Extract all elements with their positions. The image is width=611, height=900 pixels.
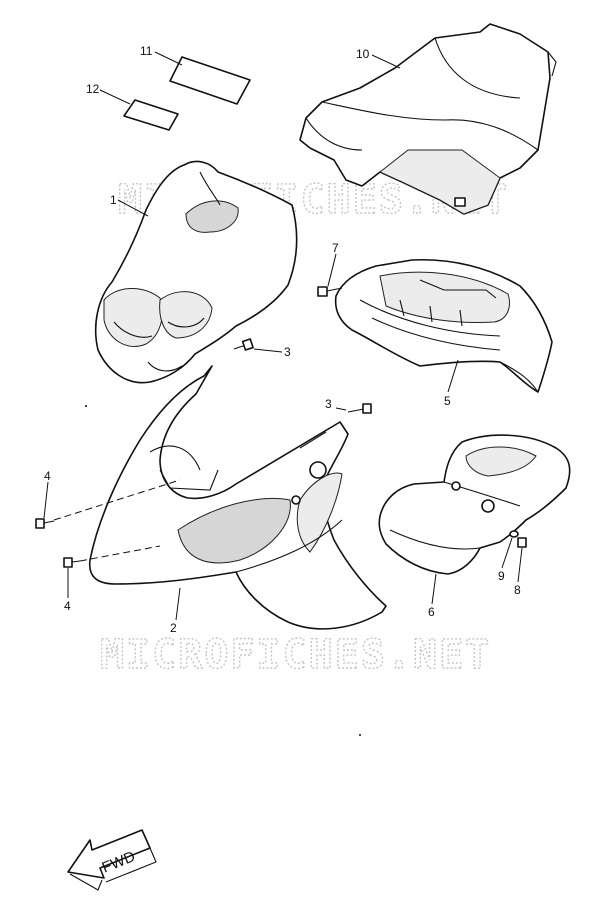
part-11-decal: [169, 56, 251, 105]
part-6-lower-cover: [378, 434, 571, 575]
leader-1: [117, 199, 149, 217]
callout-2: 2: [170, 621, 177, 635]
part-5-inner-panel: [334, 258, 553, 393]
part-4-bolt-lower: [63, 557, 81, 568]
callout-4-upper: 4: [44, 469, 51, 483]
part-7-bolt: [317, 286, 343, 297]
leader-5: [447, 359, 459, 393]
leader-12: [99, 89, 131, 105]
leader-11: [154, 51, 183, 66]
callout-8: 8: [514, 583, 521, 597]
part-4-bolt-upper: [35, 518, 55, 529]
callout-5: 5: [444, 394, 451, 408]
callout-1: 1: [110, 193, 117, 207]
part-2-front-panel: [88, 365, 387, 630]
leader-3-lower: [335, 407, 347, 411]
speck-left: [85, 405, 87, 407]
part-10-rear-cover: [299, 23, 557, 215]
leader-8: [517, 547, 523, 583]
leader-3-upper: [253, 348, 283, 353]
callout-12: 12: [86, 82, 100, 96]
part-3-screw-upper: [233, 338, 254, 351]
leader-9: [501, 537, 513, 569]
leader-4-upper: [43, 481, 49, 519]
callout-10: 10: [356, 47, 370, 61]
speck-bottom: [359, 734, 361, 736]
leader-10: [371, 54, 401, 69]
part-12-decal: [123, 99, 179, 131]
assembly-line-4-upper: [53, 479, 181, 521]
callout-11: 11: [140, 44, 153, 58]
part-3-screw-lower: [347, 403, 372, 414]
watermark-bottom: MICROFICHES.NET: [100, 632, 491, 678]
leader-6: [431, 573, 437, 605]
callout-9: 9: [498, 569, 505, 583]
callout-3-upper: 3: [284, 345, 291, 359]
leader-7: [327, 253, 337, 287]
part-1-headlight-cover: [94, 160, 298, 384]
callout-3-lower: 3: [325, 397, 332, 411]
callout-7: 7: [332, 241, 339, 255]
leader-2: [175, 587, 181, 621]
forward-direction-arrow: FWD: [67, 829, 157, 891]
part-8-9-screw-washer: [509, 530, 527, 548]
assembly-line-4-lower: [79, 545, 161, 562]
callout-6: 6: [428, 605, 435, 619]
callout-4-lower: 4: [64, 599, 71, 613]
